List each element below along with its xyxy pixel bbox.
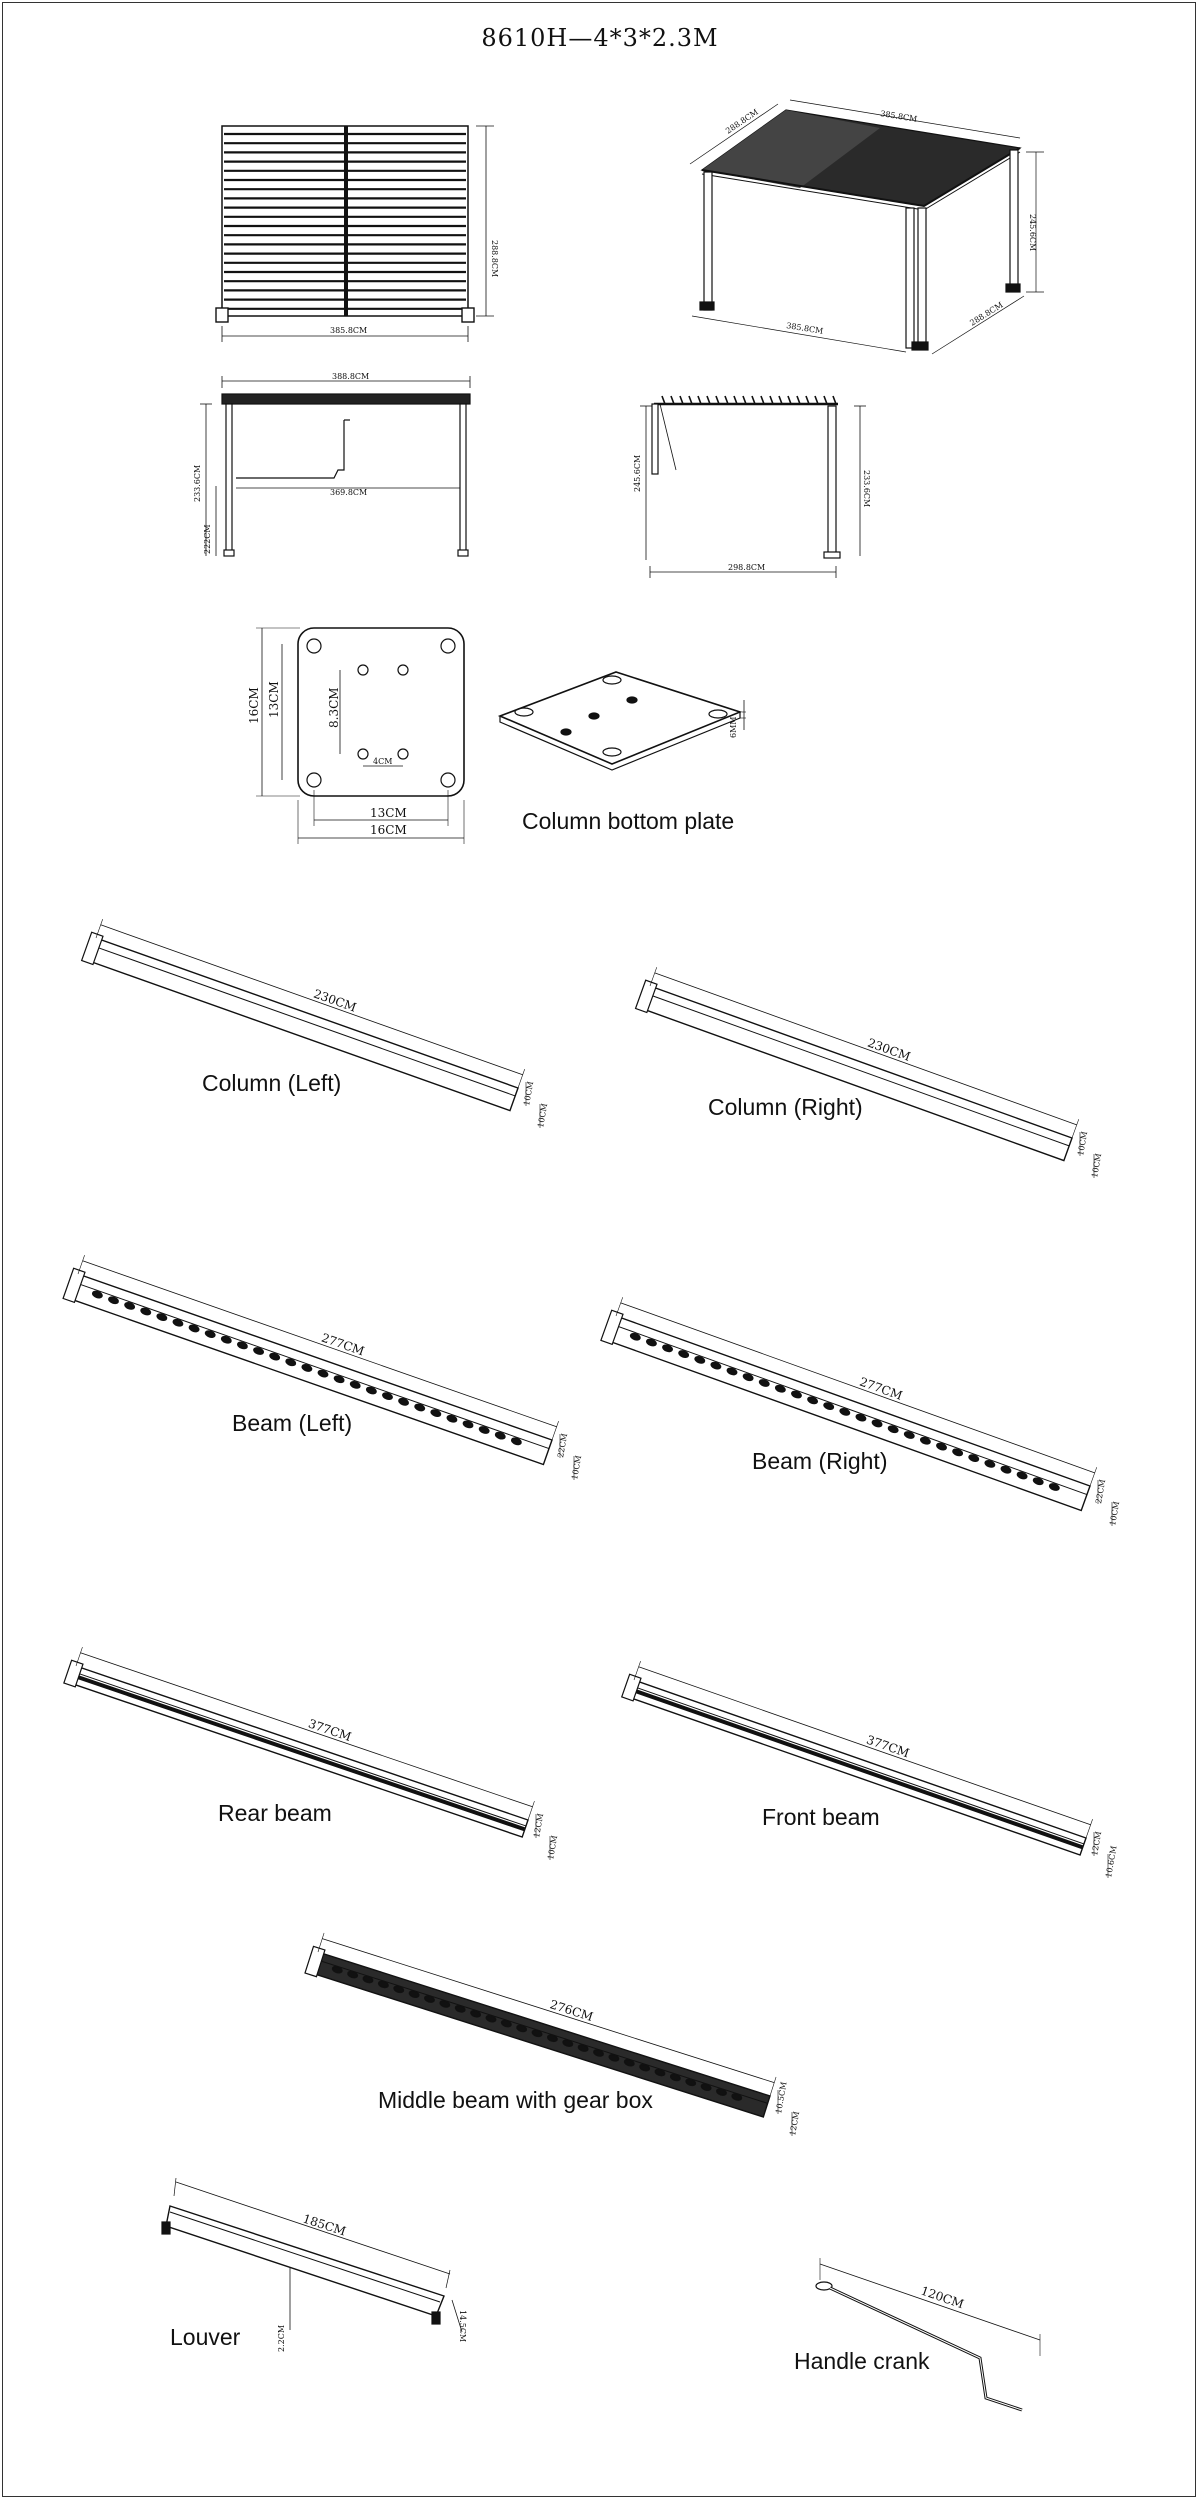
louver-caption: Louver	[170, 2324, 241, 2350]
front-view-top-label: 388.8CM	[332, 372, 369, 381]
side-view: 245.6CM 233.6CM 298.8CM	[633, 395, 871, 578]
side-view-height-left: 245.6CM	[633, 455, 642, 492]
perspective-depth-label: 288.8CM	[968, 300, 1004, 327]
plate-caption: Column bottom plate	[522, 808, 735, 834]
crank-length: 120CM	[919, 2284, 966, 2312]
beam-right-length: 277CM	[858, 1375, 904, 1403]
rear-beam-end-dim-2: 10CM	[546, 1835, 559, 1861]
side-view-louvers	[661, 395, 837, 405]
crank-caption: Handle crank	[794, 2348, 930, 2374]
column-left-length: 230CM	[312, 987, 359, 1015]
perspective-height-label: 245.6CM	[1028, 214, 1037, 251]
front-view: 388.8CM 369.8CM 233.6CM 222CM	[193, 372, 471, 557]
top-view-width-label: 385.8CM	[330, 326, 367, 335]
plate-hole-vertical: 8.3CM	[327, 687, 341, 728]
perspective-depth-top: 288.8CM	[724, 107, 760, 135]
middle-beam-caption: Middle beam with gear box	[378, 2087, 653, 2113]
plate-inner-width: 13CM	[370, 806, 407, 820]
column-right-end-dim-1: 10CM	[1076, 1131, 1089, 1157]
perspective-width-top: 385.8CM	[880, 109, 918, 124]
rear-beam-length: 377CM	[307, 1716, 354, 1744]
column-right-end-dim-2: 10CM	[1090, 1153, 1103, 1179]
column-left-end-dim-2: 10CM	[536, 1103, 549, 1129]
top-view-depth-label: 288.8CM	[490, 240, 499, 277]
column-left-caption: Column (Left)	[202, 1070, 342, 1096]
beam-right-end-dim-2: 10CM	[1108, 1501, 1121, 1527]
beam-left-end-dim-2: 10CM	[570, 1455, 583, 1481]
column-right-caption: Column (Right)	[708, 1094, 863, 1120]
front-beam-length: 377CM	[865, 1733, 912, 1761]
middle-beam-end-dim-1: 10.5CM	[774, 2081, 788, 2114]
front-view-clearance-label: 222CM	[203, 524, 212, 554]
column-left-end-dim-1: 10CM	[522, 1081, 535, 1107]
beam-left-end-dim-1: 22CM	[556, 1433, 569, 1459]
column-right-length: 230CM	[866, 1036, 912, 1064]
rear-beam-caption: Rear beam	[218, 1800, 332, 1826]
top-view: 288.8CM 385.8CM	[215, 125, 499, 342]
side-view-height-right: 233.6CM	[862, 470, 871, 507]
plate-hole-horizontal: 4CM	[373, 757, 392, 766]
front-beam-end-dim-1: 12CM	[1090, 1831, 1103, 1857]
louver-width: 14.5CM	[458, 2310, 467, 2342]
column-bottom-plate-drawing: 8.3CM 4CM 16CM 13CM 13CM 16CM 6MM	[247, 627, 746, 844]
louver-thickness: 2.2CM	[277, 2325, 286, 2352]
drawing-title: 8610H—4*3*2.3M	[481, 24, 719, 52]
beam-right-end-dim-1: 22CM	[1094, 1479, 1107, 1505]
middle-beam-end-dim-2: 12CM	[788, 2111, 801, 2137]
rear-beam-end-dim-1: 12CM	[532, 1813, 545, 1839]
plate-outer-height: 16CM	[247, 687, 261, 724]
beam-right-caption: Beam (Right)	[752, 1448, 888, 1474]
plate-inner-height: 13CM	[267, 681, 281, 718]
plate-thickness: 6MM	[729, 717, 738, 738]
middle-beam-length: 276CM	[548, 1997, 595, 2024]
parts-layer: 230CM10CM10CM230CM10CM10CM277CM22CM10CM2…	[62, 919, 1121, 2137]
front-beam-end-dim-2: 10.6CM	[1104, 1845, 1118, 1878]
front-view-height-label: 233.6CM	[193, 465, 202, 502]
front-beam-caption: Front beam	[762, 1804, 880, 1830]
perspective-view: 288.8CM 385.8CM 245.6CM 385.8CM 288.8CM	[689, 99, 1044, 355]
beam-left-caption: Beam (Left)	[232, 1410, 353, 1436]
beam-left-length: 277CM	[320, 1331, 367, 1359]
plate-outer-width: 16CM	[370, 823, 407, 837]
handle-crank-drawing: 120CM	[815, 2258, 1041, 2412]
front-view-inner-label: 369.8CM	[330, 488, 367, 497]
side-view-width-label: 298.8CM	[728, 563, 765, 572]
perspective-width-label: 385.8CM	[786, 321, 824, 336]
louver-length: 185CM	[301, 2212, 348, 2239]
